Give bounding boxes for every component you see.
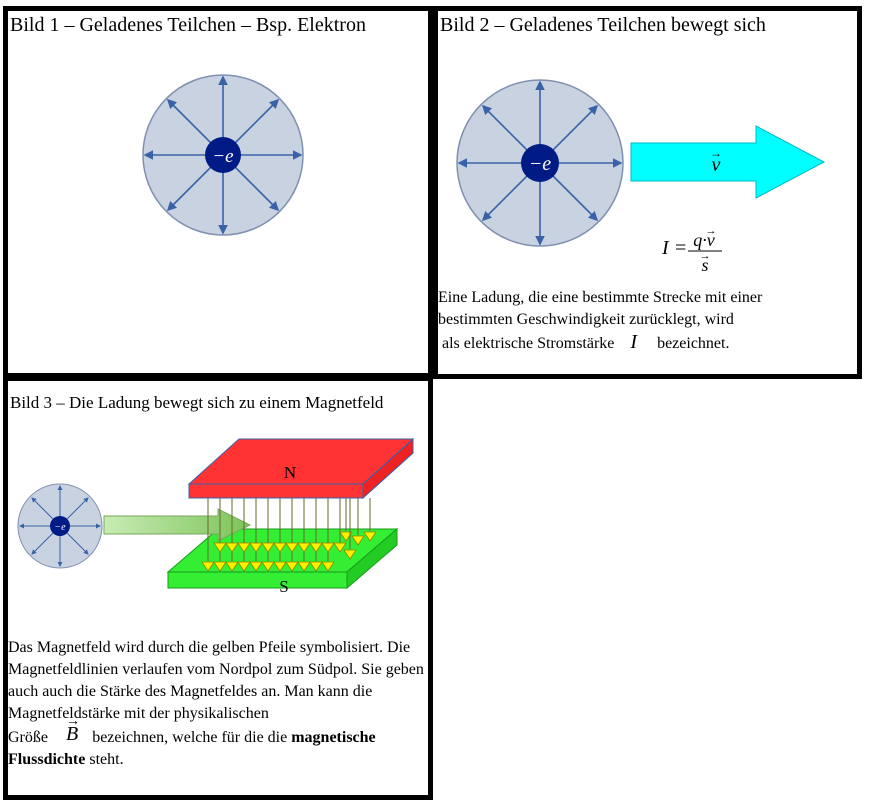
field-arrowhead [261, 561, 275, 572]
electron-core [521, 144, 559, 182]
field-arrowhead [321, 542, 335, 553]
panel-2-title: Bild 2 – Geladenes Teilchen bewegt sich [440, 14, 766, 36]
panel-bild-3: Bild 3 – Die Ladung bewegt sich zu einem… [3, 376, 433, 800]
north-pole-label: N [284, 463, 296, 482]
electron-field-diagram: −e [142, 74, 304, 236]
velocity-arrow [630, 125, 826, 199]
field-arrowhead [339, 531, 353, 542]
field-arrowhead [249, 542, 263, 553]
text-line-3a: als elektrische Stromstärke [442, 335, 615, 352]
field-arrowhead [321, 561, 335, 572]
flux-density-symbol: →B [65, 714, 80, 745]
field-arrowhead [201, 561, 215, 572]
field-arrowhead [225, 561, 239, 572]
field-arrowhead [285, 561, 299, 572]
south-pole-side [346, 527, 398, 590]
symbol-b: B [65, 723, 79, 745]
panel-bild-2: Bild 2 – Geladenes Teilchen bewegt sich … [433, 6, 862, 379]
formula-lhs: I [661, 237, 670, 259]
magnetic-field-arrows [201, 498, 377, 572]
magnetic-field-explanation: Das Magnetfeld wird durch die gelben Pfe… [8, 637, 428, 771]
text-line-1: Eine Ladung, die eine bestimmte Strecke … [438, 289, 763, 306]
north-pole-side [362, 437, 414, 500]
panel-3-title: Bild 3 – Die Ladung bewegt sich zu einem… [10, 393, 384, 412]
formula-eq: = [675, 237, 686, 259]
charge-label: −e [529, 153, 551, 175]
field-arrowhead [249, 561, 263, 572]
field-arrowhead [285, 542, 299, 553]
field-arrowhead [237, 561, 251, 572]
north-pole-front [188, 483, 364, 499]
panel-bild-1: Bild 1 – Geladenes Teilchen – Bsp. Elekt… [3, 6, 433, 378]
electron-core [205, 137, 241, 173]
electron-core [50, 516, 70, 536]
field-arrowhead [273, 561, 287, 572]
text-line-3b: bezeichnet. [657, 335, 730, 352]
velocity-label: v [712, 154, 721, 176]
para-b-start: Größe [8, 729, 48, 746]
para-b-mid: bezeichnen, welche für die die [92, 729, 292, 746]
field-arrowhead [297, 561, 311, 572]
south-pole-label: S [279, 577, 288, 596]
south-pole-front [167, 571, 348, 589]
vector-arrow-accent: → [65, 714, 80, 729]
moving-electron-diagram: −e → v I = → q·v → s [456, 79, 826, 275]
field-arrowhead [225, 542, 239, 553]
panel-1-title: Bild 1 – Geladenes Teilchen – Bsp. Elekt… [10, 14, 366, 36]
charge-label: −e [54, 522, 66, 533]
current-symbol: I [630, 331, 638, 353]
para-a: Das Magnetfeld wird durch die gelben Pfe… [8, 639, 424, 722]
field-arrowhead [273, 542, 287, 553]
field-arrowhead [351, 535, 365, 546]
field-arrowhead [333, 542, 347, 553]
para-b-end: steht. [85, 751, 124, 768]
formula-numerator: q·v [693, 230, 715, 250]
field-arrowhead [297, 542, 311, 553]
current-explanation: Eine Ladung, die eine bestimmte Strecke … [438, 287, 858, 355]
current-formula: I = → q·v → s [661, 225, 722, 275]
formula-vector-accent: → [706, 225, 717, 237]
magnetic-field-diagram: −e N S [17, 437, 415, 596]
formula-vector-accent-s: → [700, 250, 711, 262]
field-arrowhead [363, 531, 377, 542]
field-arrowhead [309, 542, 323, 553]
field-arrowhead [213, 561, 227, 572]
field-arrowhead [213, 542, 227, 553]
para-b-bold: magnetische Flussdichte [8, 729, 376, 768]
formula-denominator: s [701, 255, 708, 275]
text-line-2: bestimmten Geschwindigkeit zurücklegt, w… [438, 311, 734, 328]
field-arrowhead [237, 542, 251, 553]
motion-arrow [103, 508, 252, 542]
field-arrowhead [261, 542, 275, 553]
field-arrowhead [343, 549, 357, 560]
velocity-arrow-accent: → [710, 146, 722, 160]
charge-label: −e [212, 146, 233, 167]
field-arrowhead [309, 561, 323, 572]
